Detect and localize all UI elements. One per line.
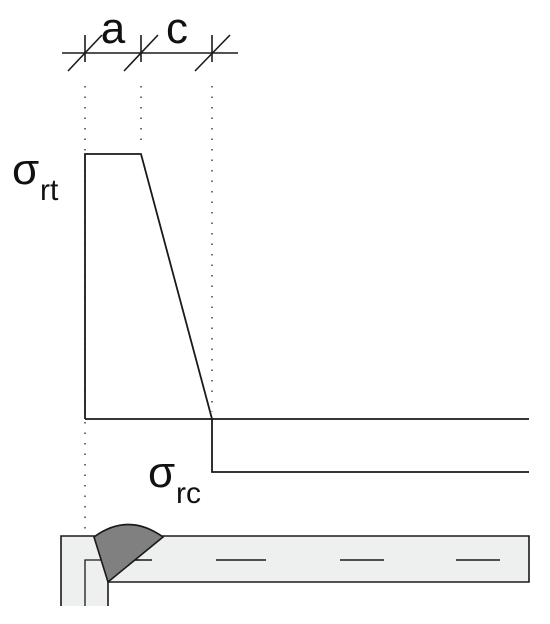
sigma-rc-symbol: σ bbox=[148, 448, 175, 497]
sigma-rt-symbol: σ bbox=[12, 145, 39, 194]
sigma-rt-subscript: rt bbox=[40, 174, 59, 207]
dimension-label-c: c bbox=[166, 4, 188, 53]
projection-lines bbox=[84, 86, 213, 604]
dimension-line bbox=[62, 34, 238, 72]
sigma-rc-subscript: rc bbox=[176, 477, 201, 510]
wall-section bbox=[60, 523, 530, 606]
wall-outline bbox=[60, 535, 530, 606]
tensile-stress-trapezoid bbox=[84, 153, 213, 420]
dimension-slash-right bbox=[194, 34, 231, 72]
weld-bead bbox=[93, 523, 165, 584]
dimension-slash-mid bbox=[123, 34, 159, 72]
stress-profile bbox=[84, 153, 529, 473]
compressive-stress-step bbox=[211, 419, 529, 473]
dimension-slash-left bbox=[67, 34, 103, 72]
dimension-label-a: a bbox=[101, 4, 126, 53]
